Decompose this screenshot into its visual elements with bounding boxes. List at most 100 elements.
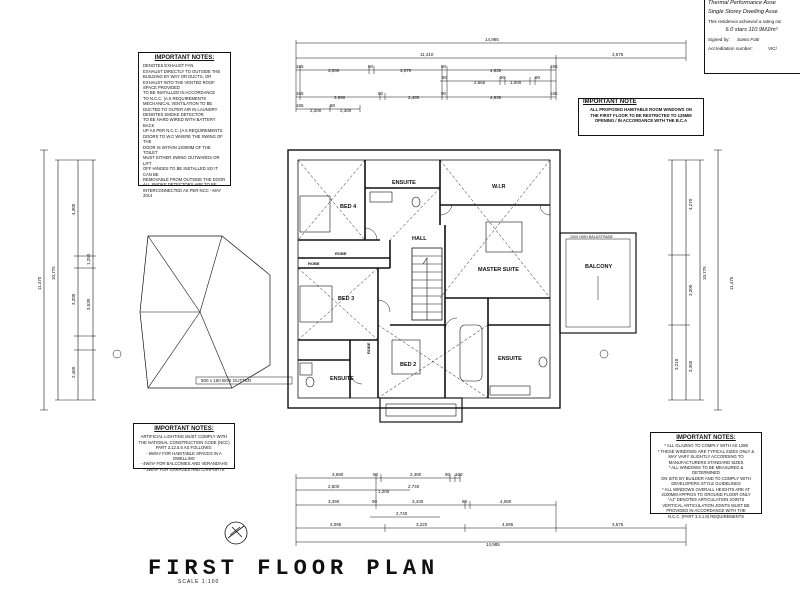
dim-top-row2-4: 90 bbox=[441, 64, 447, 69]
note-line: TO N.C.C. (A.5 REQUIREMENTS bbox=[143, 95, 207, 101]
note-line: PROVIDED IN ACCORDANCE WITH THE bbox=[666, 508, 746, 514]
note-line: OFF HINGES TO BE INSTALLED SO IT CAN BE bbox=[143, 166, 218, 177]
dim-left-d: 3,530 bbox=[86, 298, 91, 310]
note-line: ARTIFICIAL LIGHTING MUST COMPLY WITH bbox=[140, 434, 228, 440]
note-line: ON SITE BY BUILDER AND TO COMPLY WITH bbox=[661, 475, 751, 481]
note-line: BUILDING BY WAY OR DUCTS, OR bbox=[143, 74, 212, 80]
window-restriction-note: IMPORTANT NOTE ALL PROPOSED HABITABLE RO… bbox=[578, 98, 704, 136]
dim-bottom-row1-1: 90 bbox=[373, 472, 379, 477]
cert-signed: Signed by: Santo Fotti bbox=[705, 35, 800, 44]
dim-bottom-row3-1: 90 bbox=[372, 499, 378, 504]
plan-scale: SCALE 1:100 bbox=[178, 579, 220, 585]
thermal-certificate-box: Thermal Performance Asse Single Storey D… bbox=[704, 0, 800, 74]
room-label-ensuite-top: ENSUITE bbox=[392, 180, 416, 186]
note-line: DUCTED TO OUTER AIR IN LAUNDRY bbox=[143, 106, 218, 112]
dim-top-row2-2: 90 bbox=[368, 64, 374, 69]
cert-rating: 6.0 stars 110.9MJ/m² bbox=[725, 27, 778, 33]
note-line: MUST EITHER SWING OUTWARDS OR LIFT bbox=[143, 155, 220, 166]
window-note-line: THE FIRST FLOOR TO BE RESTRICTED TO 125M… bbox=[590, 112, 692, 118]
dim-top-row2-6: 165 bbox=[550, 64, 558, 69]
dim-bottom-row3-2: 3,430 bbox=[412, 499, 424, 504]
note-line: DOOR IS WITHIN 1200MM OF THE TOILET bbox=[143, 144, 211, 155]
dim-top-row2-5: 4,830 bbox=[490, 68, 502, 73]
note-line: - 3W/m² FOR GARAGES AND CARPORTS bbox=[143, 466, 225, 472]
dim-bottom-row2-2: 2,740 bbox=[408, 484, 420, 489]
note-line: DENOTES EXHAUST FAN bbox=[143, 63, 194, 69]
note-line: * ALL GLAZING TO COMPLY WITH AS 1288 bbox=[664, 443, 748, 449]
cert-line3: This residence achieved a rating rat bbox=[708, 19, 781, 24]
dim-bottom-row1-2: 2,480 bbox=[410, 472, 422, 477]
dim-bottom-row3-4: 4,080 bbox=[500, 499, 512, 504]
dim-bottom-row5-2: 4,095 bbox=[502, 522, 514, 527]
dim-top-row1-a: 11,410 bbox=[420, 52, 434, 57]
cert-line1: Thermal Performance Asse bbox=[708, 0, 776, 6]
dim-top-row1-b: 3,575 bbox=[612, 52, 624, 57]
bed-furniture bbox=[299, 195, 331, 233]
note-line: UP AS PER N.C.C. (A.5 REQUIREMENTS bbox=[143, 128, 223, 134]
room-label-bed4: BED 4 bbox=[340, 204, 357, 210]
dim-top-row3-1: 2,650 bbox=[474, 80, 486, 85]
window-note-heading: IMPORTANT NOTE bbox=[583, 99, 637, 105]
room-label-robe-top: ROBE bbox=[335, 251, 347, 256]
balustrade-label: 1000 HIGH BALUSTRADE bbox=[570, 235, 614, 239]
room-label-hall: HALL bbox=[412, 236, 427, 242]
cert-signed-value: Santo Fotti bbox=[737, 37, 760, 42]
note-line: * THESE WINDOWS ARE TYPICAL SIZES ONLY & bbox=[657, 448, 755, 454]
dim-left-a: 4,300 bbox=[71, 203, 76, 215]
gutter-label: 500 x 150 BOX GUTTER bbox=[201, 378, 252, 383]
note-line: TO BE HARD WIRED WITH BATTERY BACK bbox=[143, 117, 216, 128]
glazing-notes-heading: IMPORTANT NOTES: bbox=[676, 435, 736, 441]
note-line: THE NATIONAL CONSTRUCTION CODE (NCC) bbox=[138, 439, 230, 445]
note-line: TO BE INSTALLED IN ACCORDANCE bbox=[143, 90, 216, 96]
dim-top-row4-5: 4,830 bbox=[490, 95, 502, 100]
bay-window bbox=[379, 397, 463, 423]
dim-bottom-row4-0: 2,740 bbox=[396, 511, 408, 516]
notes-heading: IMPORTANT NOTES: bbox=[154, 55, 215, 61]
lighting-notes-heading: IMPORTANT NOTES: bbox=[154, 426, 214, 432]
dim-top-row3-4: 90 bbox=[535, 75, 541, 80]
note-line: * ALL WINDOWS OVERALL HEIGHTS ARE AT bbox=[662, 486, 750, 492]
dim-overall-top: 14,985 bbox=[485, 37, 499, 42]
dim-right-inner: 10,775 bbox=[702, 266, 707, 280]
note-line: MAY VARY SLIGHTLY ACCORDING TO bbox=[668, 454, 744, 460]
dim-right-d: 3,365 bbox=[688, 360, 693, 372]
room-label-balcony: BALCONY bbox=[585, 264, 613, 270]
room-label-wir: W.I.R bbox=[492, 184, 505, 190]
balcony-outline bbox=[559, 232, 637, 334]
dim-bottom-row1-3: 90 bbox=[445, 472, 451, 477]
window-note-line: OPENING / IN ACCORDANCE WITH THE B.C.A bbox=[594, 118, 688, 124]
note-line: REMOVABLE FROM OUTSIDE THE DOOR bbox=[143, 176, 226, 182]
plan-title: FIRST FLOOR PLAN bbox=[148, 556, 440, 581]
dim-top-row5-3: 2,300 bbox=[340, 108, 352, 113]
dim-bottom-row3-3: 90 bbox=[462, 499, 468, 504]
note-line: "AJ" DENOTES ARTICULATION JOINTS bbox=[667, 497, 745, 503]
note-line: INTERCONNECTED AS PER NCC - MAY 2014 bbox=[143, 187, 222, 199]
dim-right-c: 3,210 bbox=[674, 358, 679, 370]
cert-accreditation-value: VIC/ bbox=[767, 46, 777, 51]
room-label-master: MASTER SUITE bbox=[478, 267, 519, 273]
note-line: DENOTES SMOKE DETECTOR bbox=[143, 112, 204, 118]
dim-top-row5-1: 2,200 bbox=[310, 108, 322, 113]
note-line: DOORS TO W.C WHERE THE SWING OF THE bbox=[143, 133, 223, 145]
note-line: EXHAUST INTO THE VENTED ROOF bbox=[143, 79, 215, 85]
dim-top-row5-2: 90 bbox=[330, 103, 336, 108]
note-line: * ALL WINDOWS TO BE MEASURED & DETERMINE… bbox=[668, 465, 744, 476]
dim-left-c: 3,200 bbox=[71, 293, 76, 305]
note-line: SPACE PROVIDED bbox=[143, 85, 180, 91]
note-line: ALL SMOKE DETECTORS ARE TO BE bbox=[143, 182, 217, 188]
room-label-robe-left: ROBE bbox=[308, 261, 320, 266]
note-line: MECHANICAL VENTILATION TO BE bbox=[143, 101, 213, 107]
room-label-bed2: BED 2 bbox=[400, 362, 416, 368]
dim-top-row3-3: 1,000 bbox=[510, 80, 522, 85]
note-line: PART 3.12.5.5 AS FOLLOWS: bbox=[155, 445, 213, 451]
note-line: N.C.C. (PART 3.3.1.8) REQUIREMENTS bbox=[667, 513, 745, 519]
dim-top-row3-2: 90 bbox=[500, 75, 506, 80]
dim-top-row4-4: 90 bbox=[441, 91, 447, 96]
note-line: - 4W/m² FOR BALCONIES AND VERANDAHS bbox=[140, 461, 228, 467]
north-arrow bbox=[224, 521, 248, 545]
dim-top-row2-3: 3,070 bbox=[400, 68, 412, 73]
note-line: - 5W/m² FOR HABITABLE SPACES IN A DWELLI… bbox=[146, 450, 222, 462]
lighting-notes-panel: IMPORTANT NOTES: ARTIFICIAL LIGHTING MUS… bbox=[133, 423, 235, 472]
